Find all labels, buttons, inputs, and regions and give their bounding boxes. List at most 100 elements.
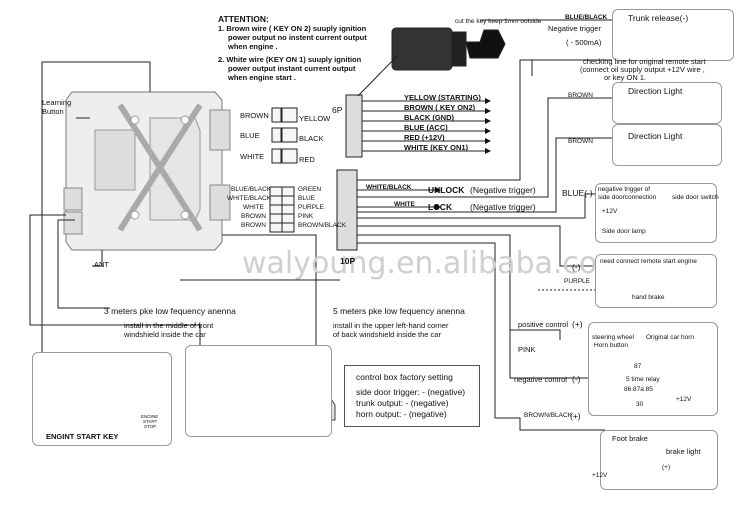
door-line-1: negative trigger of (598, 186, 651, 193)
purple-sign: (-) (572, 262, 581, 272)
antenna5-title: 5 meters pke low fequency anenna (333, 306, 465, 316)
trunk-release-box (612, 9, 734, 61)
6p-right-black: BLACK (299, 134, 324, 143)
ant-label: ANT (94, 260, 109, 269)
brake-light-label: brake light (666, 447, 701, 456)
6p-right-red: RED (299, 155, 315, 164)
6p-wire-red: RED (+12V) (404, 133, 445, 142)
connector-6p-label: 6P (332, 105, 343, 115)
foot-brake-label: Foot brake (612, 434, 648, 443)
direction-light-box-2 (612, 124, 722, 166)
6p-left-brown: BROWN (240, 111, 269, 120)
6p-wire-white: WHITE (KEY ON1) (404, 143, 469, 152)
attention-line-3: when engine . (228, 42, 278, 51)
checking-line-1: checking line for original remote start (583, 57, 706, 66)
6p-left-white: WHITE (240, 152, 265, 161)
10p-left-1: BLUE/BLACK (231, 186, 272, 193)
hand-brake-label: hand brake (632, 294, 665, 301)
direction-light-label-2: Direction Light (628, 131, 683, 141)
factory-title: control box factory setting (356, 372, 453, 382)
direction-light-box-1 (612, 82, 722, 124)
horn-pin-30: 30 (636, 401, 644, 408)
start-button-3: STOP (144, 424, 157, 429)
start-button-2: START (143, 419, 158, 424)
horn-relay: 5 time relay (626, 376, 660, 383)
door-switch-box (595, 183, 717, 243)
horn-pins: 86 87a 85 (624, 386, 653, 393)
antenna5-line1: install in the upper left-hand corner (333, 321, 449, 330)
unlock-trigger: (Negative trigger) (470, 185, 536, 195)
attention-line-2: power output no instent current output (228, 33, 367, 42)
positive-control-label: positive control (518, 320, 569, 329)
foot-plus: (+) (662, 464, 671, 471)
door-wire: BLUE(-) (562, 188, 593, 198)
learning-button-label-2: Button (42, 107, 64, 116)
horn-wheel-2: Horn button (594, 342, 628, 349)
attention-title: ATTENTION: (218, 14, 269, 24)
foot-sign: (+) (570, 411, 581, 421)
6p-wire-brown: BROWN ( KEY ON2) (404, 103, 476, 112)
negative-control-sign: (-) (572, 374, 581, 384)
direction-light-wire-1: BROWN (568, 92, 593, 99)
checking-line-3: or key ON 1. (604, 73, 647, 82)
attention-line-6: when engine start . (228, 73, 296, 82)
unlock-wire: WHITE/BLACK (366, 184, 412, 191)
10p-left-4: BROWN (241, 213, 266, 220)
negative-control-label: negative control (514, 375, 567, 384)
lock-label: LOCK (428, 202, 453, 212)
antenna3-title: 3 meters pke low fequency anenna (104, 306, 236, 316)
6p-right-yellow: YELLOW (299, 114, 331, 123)
attention-line-4: 2. White wire (KEY ON 1) suuply ignition (218, 55, 362, 64)
6p-wire-yellow: YELLOW (STARTING) (404, 93, 481, 102)
hand-brake-box (595, 254, 717, 308)
trunk-wire: BLUE/BLACK (565, 14, 608, 21)
antenna3-line2: windshield inside the car (124, 330, 206, 339)
sedan-box (185, 345, 332, 437)
key-note: cut the key keep 1mm outside (455, 18, 542, 25)
trunk-current: ( - 500mA) (566, 38, 602, 47)
watermark: walyoung.en.alibaba.com (242, 246, 627, 281)
foot-v: +12V (592, 472, 608, 479)
interior-box (32, 352, 172, 446)
purple-wire: PURPLE (564, 278, 591, 285)
10p-right-1: GREEN (298, 186, 322, 193)
10p-right-2: BLUE (298, 195, 315, 202)
10p-left-5: BROWN (241, 222, 266, 229)
lock-wire: WHITE (394, 201, 415, 208)
6p-wire-blue: BLUE (ACC) (404, 123, 448, 132)
factory-setting-box (344, 365, 480, 427)
6p-left-blue: BLUE (240, 131, 260, 140)
purple-note: need connect remote start engine (600, 258, 697, 265)
attention-line-1: 1. Brown wire ( KEY ON 2) suuply ignitio… (218, 24, 367, 33)
trunk-box-label: Trunk release(-) (628, 13, 689, 23)
direction-light-wire-2: BROWN (568, 138, 593, 145)
antenna3-line1: install in the middle of front (124, 321, 214, 330)
checking-line-2: (connect oil supply output +12V wire , (580, 65, 705, 74)
trunk-trigger: Negative trigger (548, 24, 601, 33)
door-v: +12V (602, 208, 618, 215)
horn-box (588, 322, 718, 416)
start-key-label: ENGINT START KEY (46, 432, 119, 441)
10p-right-3: PURPLE (298, 204, 325, 211)
learning-button-label-1: Learning (42, 98, 72, 107)
6p-wire-black: BLACK (GND) (404, 113, 454, 122)
door-lamp: Side door lamp (602, 228, 646, 235)
horn-wheel-1: steering wheel (592, 334, 634, 341)
pink-label: PINK (518, 345, 536, 354)
foot-brake-box (600, 430, 718, 490)
horn-v: +12V (676, 396, 692, 403)
door-line-2: side doorconnection (598, 194, 657, 201)
10p-left-3: WHITE (243, 204, 264, 211)
positive-control-sign: (+) (572, 319, 583, 329)
10p-left-2: WHITE/BLACK (227, 195, 272, 202)
factory-line-1: side door trigger: - (negative) (356, 387, 466, 397)
factory-line-3: horn output: - (negative) (356, 409, 447, 419)
start-button-1: ENGINE (141, 414, 159, 419)
lock-trigger: (Negative trigger) (470, 202, 536, 212)
horn-pin-87: 87 (634, 363, 642, 370)
factory-line-2: trunk output: - (negative) (356, 398, 449, 408)
unlock-label: UNLOCK (428, 185, 465, 195)
10p-right-4: PINK (298, 213, 314, 220)
direction-light-label-1: Direction Light (628, 86, 683, 96)
